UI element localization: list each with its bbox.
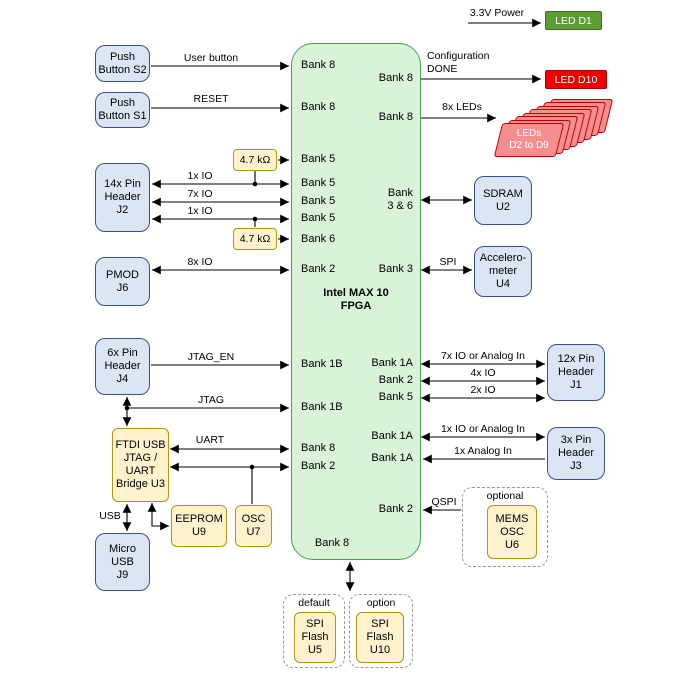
8x-io-label: 8x IO — [187, 256, 213, 268]
spi-label: SPI — [439, 256, 457, 268]
1x-analog-label: 1x Analog In — [454, 445, 512, 457]
fpga-title: Intel MAX 10 FPGA — [323, 287, 389, 312]
fpga-bank-label: Bank 3 & 6 — [387, 187, 413, 212]
jtag-en-label: JTAG_EN — [187, 351, 235, 363]
led-stack-d2-d9: LEDs D2 to D9 — [493, 99, 620, 161]
uart-label: UART — [195, 434, 225, 446]
fpga-bank-label: Bank 3 — [378, 263, 413, 275]
fpga-bank-label: Bank 8 — [378, 111, 413, 123]
option-group-label: option — [366, 597, 396, 609]
config-done-label: Configuration DONE — [427, 50, 490, 75]
fpga-bank-label: Bank 5 — [301, 177, 336, 189]
7x-io-analog-label: 7x IO or Analog In — [440, 350, 526, 362]
fpga-bank-label: Bank 5 — [378, 391, 413, 403]
micro-usb-j9: Micro USB J9 — [95, 533, 150, 591]
8x-leds-label: 8x LEDs — [442, 101, 482, 113]
fpga-bank-label: Bank 2 — [378, 374, 413, 386]
osc-u7: OSC U7 — [235, 505, 272, 547]
fpga-bank-label: Bank 8 — [378, 72, 413, 84]
eeprom-u9: EEPROM U9 — [171, 505, 227, 547]
default-group-label: default — [298, 597, 330, 609]
led-stack-label: LEDs D2 to D9 — [509, 128, 549, 151]
fpga-bank-label: Bank 2 — [301, 263, 336, 275]
qspi-label: QSPI — [431, 496, 457, 508]
fpga-bank-label: Bank 5 — [301, 212, 336, 224]
2x-io-label: 2x IO — [470, 384, 496, 396]
user-button-label: User button — [183, 52, 239, 64]
fpga-bank-label: Bank 2 — [301, 460, 336, 472]
pin-header-j1: 12x Pin Header J1 — [547, 344, 605, 401]
4x-io-label: 4x IO — [470, 367, 496, 379]
pmod-j6: PMOD J6 — [95, 257, 150, 306]
fpga-bank-label: Bank 1B — [301, 401, 343, 413]
pin-header-j3: 3x Pin Header J3 — [547, 427, 605, 480]
accelerometer-u4: Accelero- meter U4 — [474, 246, 532, 297]
fpga-bank-label: Bank 8 — [314, 537, 350, 549]
7x-io-label: 7x IO — [187, 188, 213, 200]
ftdi-bridge-u3: FTDI USB JTAG / UART Bridge U3 — [112, 428, 169, 502]
pin-header-j4: 6x Pin Header J4 — [95, 338, 150, 395]
1x-io-analog-label: 1x IO or Analog In — [440, 423, 526, 435]
power-label: 3.3V Power — [469, 7, 525, 19]
resistor-top: 4.7 kΩ — [233, 149, 277, 171]
fpga-bank-label: Bank 5 — [301, 153, 336, 165]
1x-io-label: 1x IO — [187, 205, 213, 217]
fpga-bank-label: Bank 1A — [371, 357, 413, 369]
fpga-bank-label: Bank 5 — [301, 195, 336, 207]
usb-label: USB — [99, 510, 121, 522]
led-d1: LED D1 — [545, 11, 602, 30]
fpga-block — [291, 43, 421, 560]
fpga-bank-label: Bank 1A — [371, 430, 413, 442]
1x-io-label: 1x IO — [187, 170, 213, 182]
fpga-bank-label: Bank 1A — [371, 452, 413, 464]
fpga-bank-label: Bank 8 — [301, 442, 336, 454]
fpga-bank-label: Bank 2 — [378, 503, 413, 515]
optional-group-label: optional — [486, 490, 524, 502]
mems-osc-u6: MEMS OSC U6 — [487, 505, 537, 559]
fpga-bank-label: Bank 8 — [301, 101, 336, 113]
resistor-bottom: 4.7 kΩ — [233, 228, 277, 250]
spi-flash-u10: SPI Flash U10 — [356, 612, 404, 663]
led-d10: LED D10 — [545, 70, 607, 89]
fpga-bank-label: Bank 6 — [301, 233, 336, 245]
fpga-bank-label: Bank 1B — [301, 358, 343, 370]
sdram-u2: SDRAM U2 — [474, 176, 532, 225]
reset-label: RESET — [193, 93, 229, 105]
push-button-s2: Push Button S2 — [95, 45, 150, 82]
jtag-label: JTAG — [197, 394, 225, 406]
push-button-s1: Push Button S1 — [95, 92, 150, 128]
fpga-bank-label: Bank 8 — [301, 59, 336, 71]
wire-eeprom — [147, 503, 169, 531]
pin-header-j2: 14x Pin Header J2 — [95, 163, 150, 232]
spi-flash-u5: SPI Flash U5 — [294, 612, 336, 663]
